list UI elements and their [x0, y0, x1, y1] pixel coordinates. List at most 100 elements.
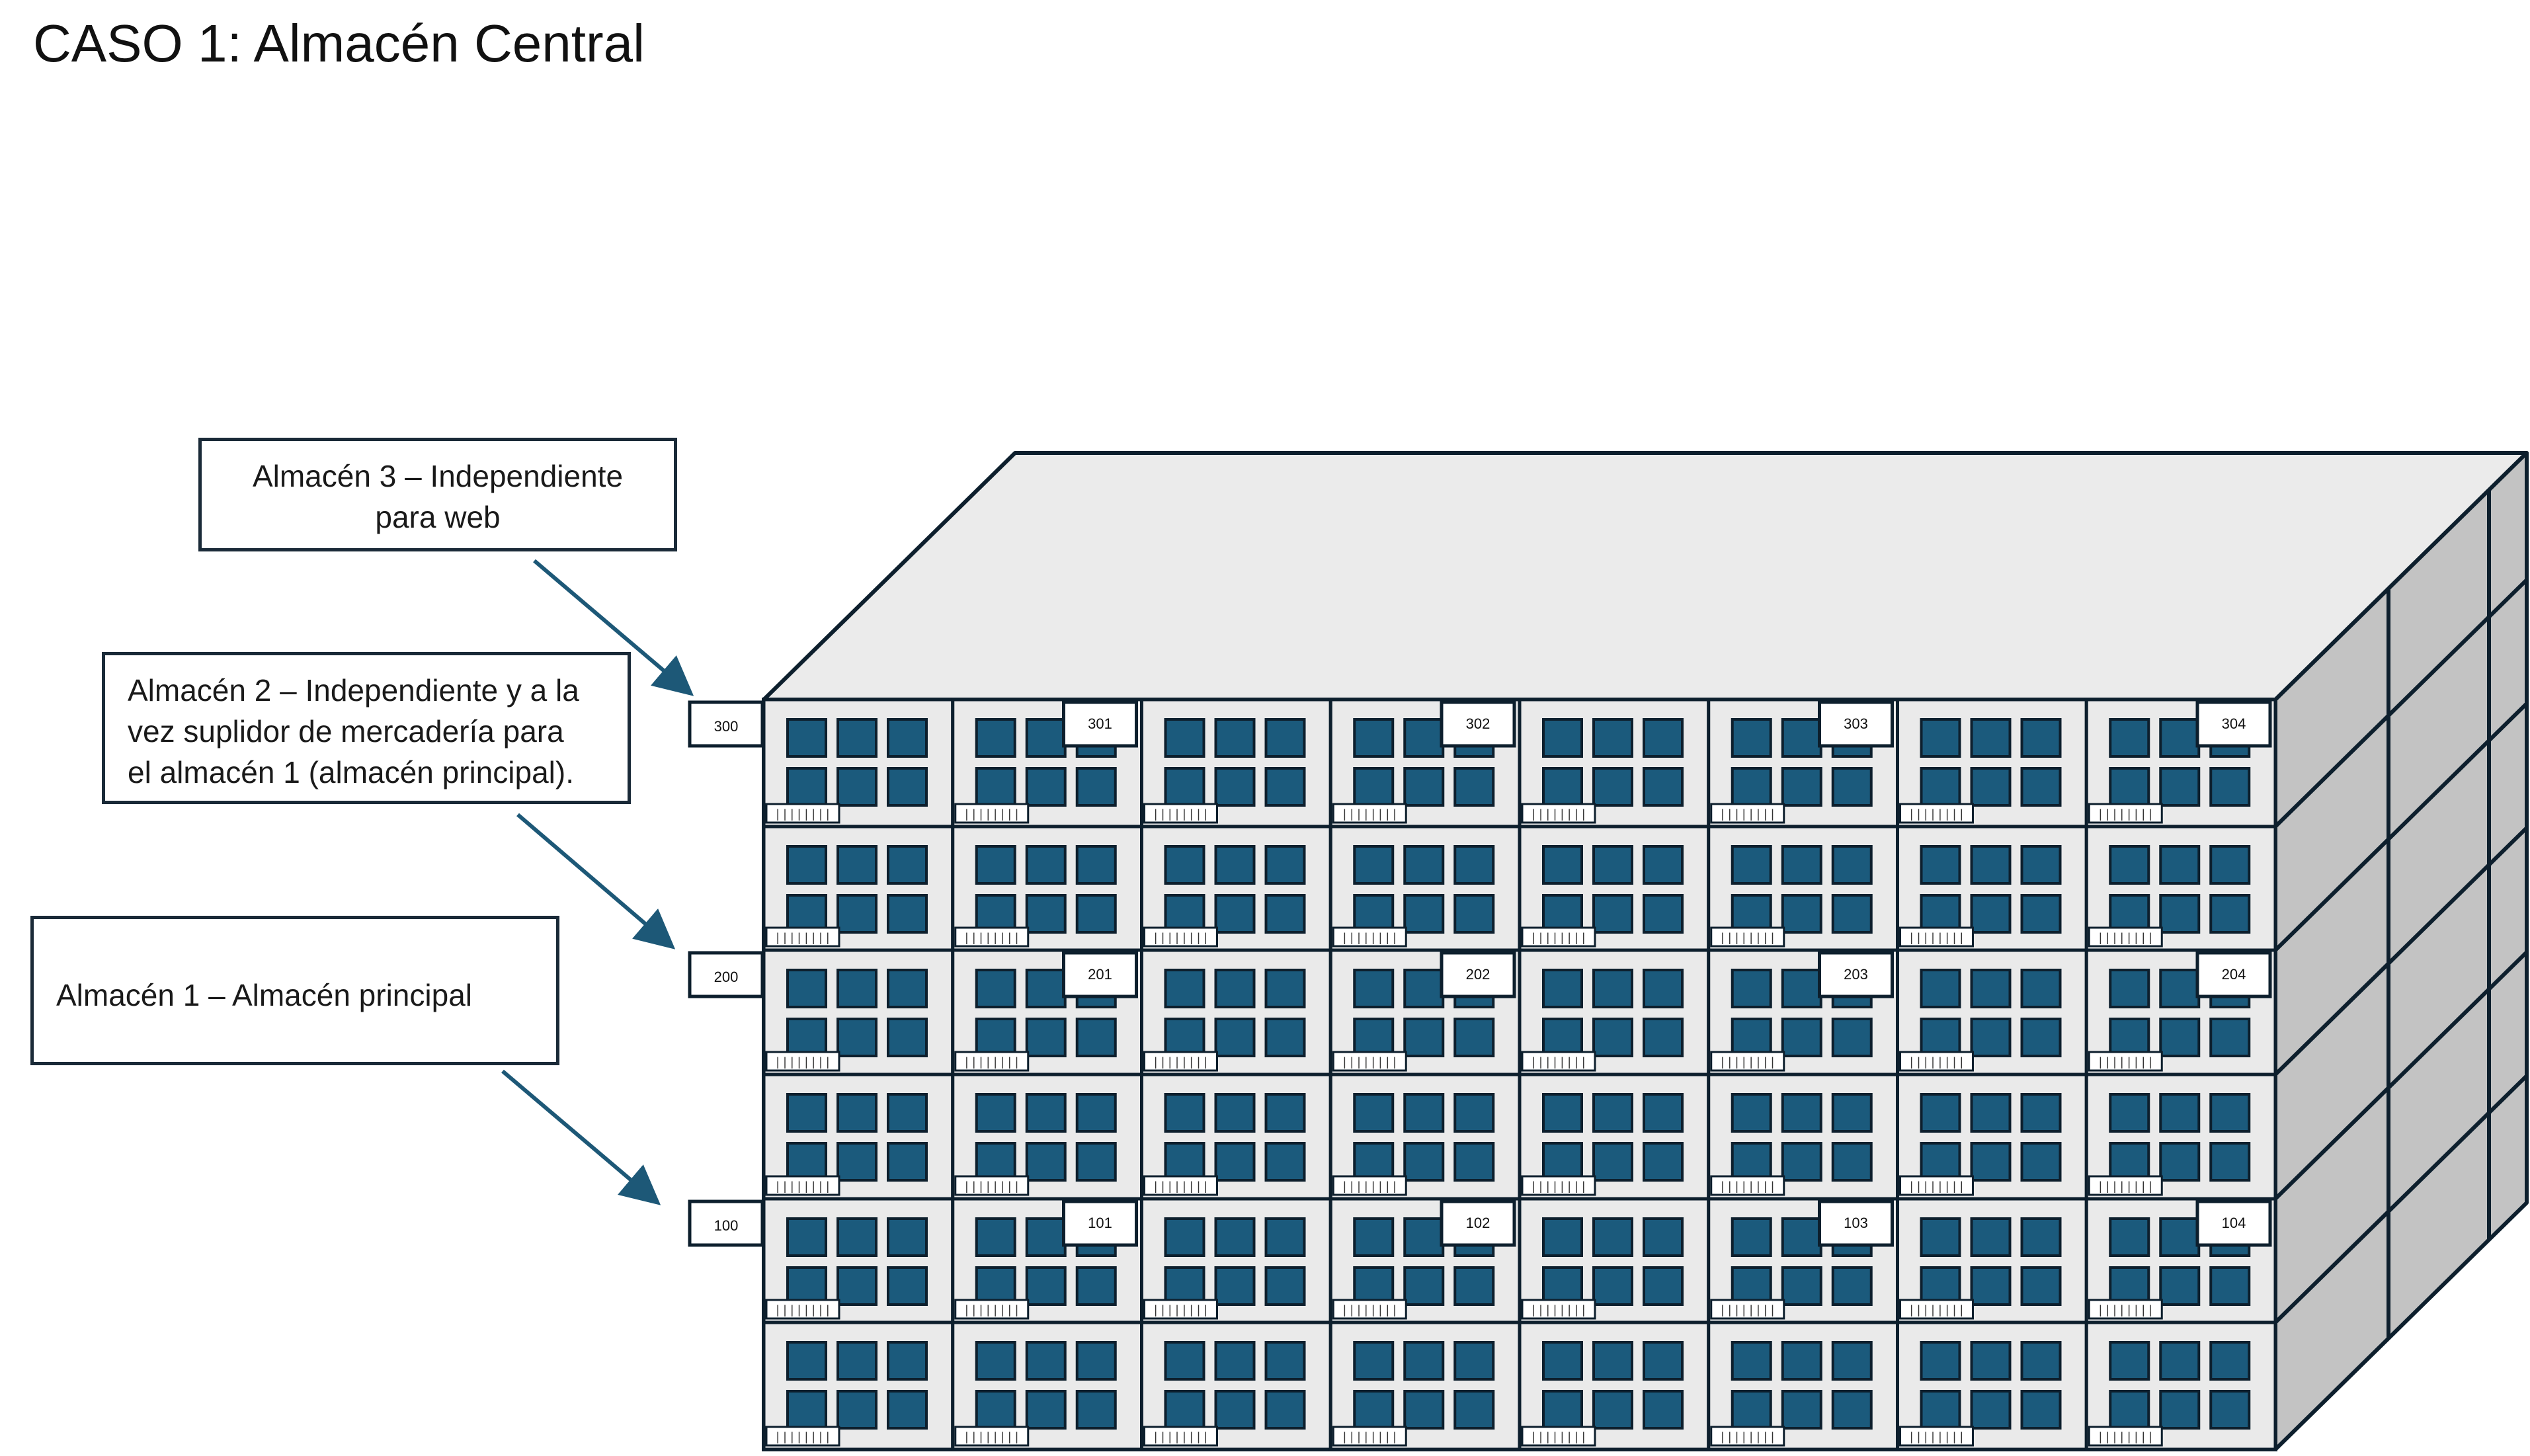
window [887, 969, 928, 1008]
window [2020, 718, 2062, 758]
barcode-text: |||||||| [1152, 1057, 1209, 1070]
bin-label-text: 204 [2222, 966, 2246, 983]
barcode-text: |||||||| [1530, 1181, 1587, 1194]
window [1831, 767, 1873, 807]
window [2159, 1142, 2201, 1182]
window [975, 767, 1016, 807]
window [1970, 718, 2012, 758]
window [1731, 767, 1772, 807]
storage-cell: |||||||| [1518, 1197, 1711, 1324]
window [837, 969, 877, 1008]
bin-label-204: 204 [2195, 951, 2272, 998]
window [1075, 1093, 1117, 1133]
window [1075, 767, 1117, 807]
barcode-tag: |||||||| [1710, 1299, 1785, 1320]
window [2020, 845, 2062, 885]
window [1920, 1341, 1961, 1381]
barcode-text: |||||||| [1152, 1305, 1209, 1318]
window [1403, 1390, 1445, 1430]
window [1075, 1341, 1117, 1381]
window [887, 1341, 928, 1381]
storage-cell: |||||||| [1140, 948, 1332, 1076]
bin-label-text: 201 [1088, 966, 1112, 983]
barcode-label [1332, 803, 1407, 824]
window [1264, 1266, 1306, 1306]
window [1643, 969, 1684, 1008]
window [1781, 1018, 1822, 1057]
window [1970, 845, 2012, 885]
window [837, 1341, 877, 1381]
window [1453, 1018, 1495, 1057]
callout-arrow [501, 1069, 661, 1205]
window [2159, 1390, 2201, 1430]
barcode-tag: |||||||| [954, 1299, 1030, 1320]
window [2020, 1142, 2062, 1182]
barcode-label [2088, 1051, 2163, 1072]
window [1353, 1217, 1395, 1257]
window [1542, 1341, 1583, 1381]
window [1643, 1093, 1684, 1133]
window [837, 1390, 877, 1430]
window [1592, 1093, 1633, 1133]
window [1970, 1341, 2012, 1381]
bin-tag [1440, 951, 1516, 998]
window [786, 1142, 827, 1182]
callout-almacen-1: Almacén 1 – Almacén principal [30, 916, 559, 1065]
window [1025, 894, 1067, 934]
window [2159, 718, 2201, 758]
window [1214, 1217, 1256, 1257]
window [887, 767, 928, 807]
window [1075, 1018, 1117, 1057]
window [1264, 1341, 1306, 1381]
window [2109, 1266, 2150, 1306]
barcode-label [2088, 1175, 2163, 1196]
window [837, 1266, 877, 1306]
barcode-tag: |||||||| [765, 1175, 840, 1196]
window [1592, 969, 1633, 1008]
window [1970, 1018, 2012, 1057]
barcode-label [765, 1426, 840, 1447]
window [837, 718, 877, 758]
window [887, 845, 928, 885]
window [1920, 1390, 1961, 1430]
storage-cell: |||||||| [762, 1320, 955, 1451]
storage-cell: |||||||| [951, 1320, 1143, 1451]
callout-almacen-3: Almacén 3 – Independiente para web [198, 438, 677, 551]
barcode-label [1332, 1051, 1407, 1072]
window [1781, 718, 1822, 758]
barcode-tag: |||||||| [1710, 1051, 1785, 1072]
window [887, 1266, 928, 1306]
window [1264, 1142, 1306, 1182]
window [1214, 718, 1256, 758]
barcode-text: |||||||| [1341, 1432, 1398, 1445]
barcode-text: |||||||| [774, 1432, 831, 1445]
window [975, 1390, 1016, 1430]
window [2109, 845, 2150, 885]
bin-label-101: 101 [1062, 1199, 1138, 1247]
barcode-text: |||||||| [963, 1057, 1020, 1070]
bin-label-text: 303 [1844, 715, 1868, 732]
window [1831, 1341, 1873, 1381]
barcode-label [954, 1175, 1030, 1196]
barcode-text: |||||||| [1908, 1057, 1965, 1070]
window [2020, 1390, 2062, 1430]
barcode-text: |||||||| [774, 932, 831, 946]
window [1920, 969, 1961, 1008]
barcode-label [765, 926, 840, 948]
window [975, 1341, 1016, 1381]
barcode-label [1521, 1299, 1596, 1320]
window [1731, 1390, 1772, 1430]
window [2159, 1093, 2201, 1133]
barcode-text: |||||||| [1719, 1432, 1776, 1445]
storage-cell: |||||||| [1518, 698, 1711, 829]
window [1731, 969, 1772, 1008]
window [1920, 845, 1961, 885]
barcode-tag: |||||||| [1521, 1051, 1596, 1072]
window [1353, 1142, 1395, 1182]
callout-arrow [516, 813, 676, 950]
window [1542, 969, 1583, 1008]
window [1643, 1142, 1684, 1182]
barcode-label [1710, 1299, 1785, 1320]
window [1025, 1390, 1067, 1430]
bin-label-text: 101 [1088, 1215, 1112, 1231]
